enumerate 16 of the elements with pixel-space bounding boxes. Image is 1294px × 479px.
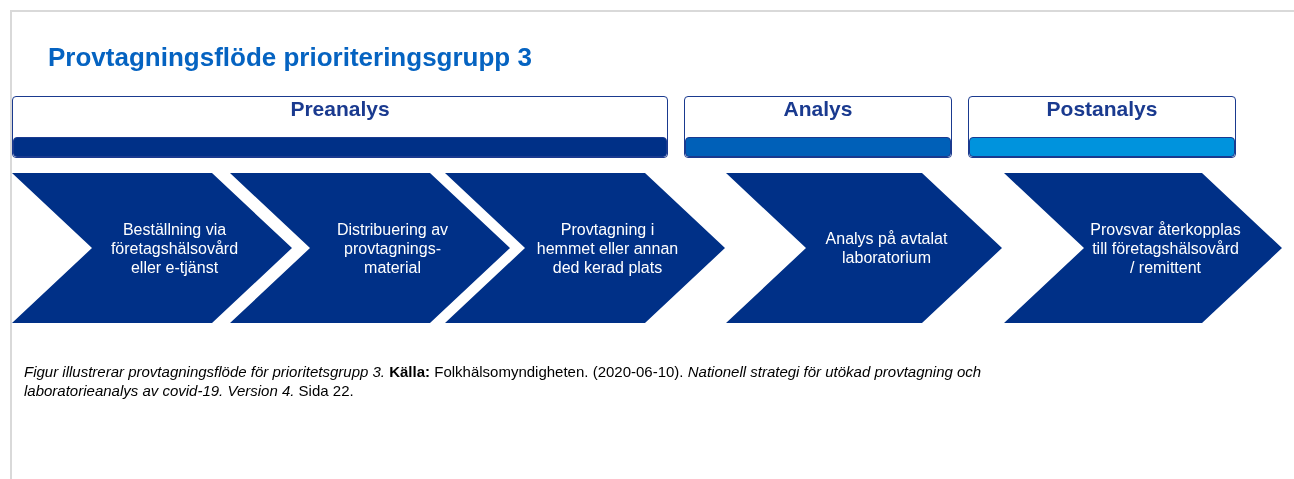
phase-bar xyxy=(969,137,1235,157)
phase-heading: Analys xyxy=(782,97,854,121)
phase-heading: Preanalys xyxy=(289,97,391,121)
step-label: Provsvar återkopplas till företagshälsovård / remittent xyxy=(1089,219,1242,277)
step-label: Distribuering av provtagnings- material xyxy=(335,219,450,277)
phase-heading: Postanalys xyxy=(1045,97,1159,121)
step-label: Analys på avtalat laboratorium xyxy=(824,229,949,267)
step-label: Provtagning i hemmet eller annan ded kerad plats xyxy=(535,219,680,277)
phase-bar xyxy=(685,137,951,157)
phase-bar xyxy=(13,137,667,157)
chevron-step xyxy=(1004,173,1282,323)
figure-caption: Figur illustrerar provtagningsflöde för prioritetsgrupp 3. Källa: Folkhälsomyndigheten. (2020-06-10). Nationell strategi för utökad provtagning och laboratorieanalys av covid-19. Version 4. Sida 22. xyxy=(24,362,983,400)
chevron-step xyxy=(726,173,1002,323)
chevron-step xyxy=(12,173,292,323)
step-label: Beställning via företagshälsovård eller e-tjänst xyxy=(109,219,240,277)
diagram-title: Provtagningsflöde prioriteringsgrupp 3 xyxy=(48,42,532,73)
